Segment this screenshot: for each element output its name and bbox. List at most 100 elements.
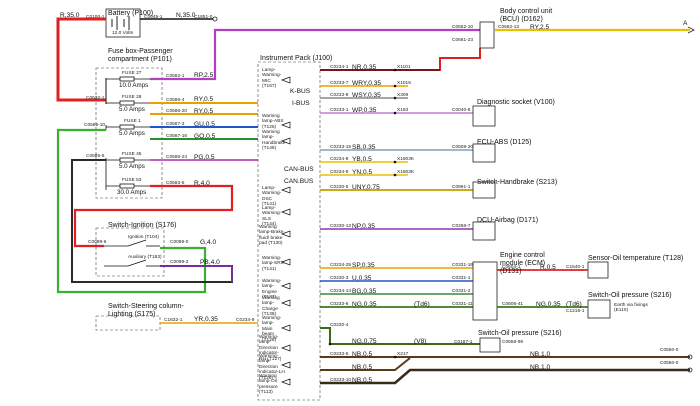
cluster-connector: C0230-13: [330, 224, 352, 229]
wire-label-yb05: YB,0.5: [352, 156, 372, 163]
ground-symbol: [212, 16, 218, 22]
fuse-1-name: FUSE 1: [124, 119, 141, 124]
fuse-symbols: [105, 76, 150, 190]
ignition-label: Ignition (T104): [128, 235, 159, 240]
warning-lamp-label: Warning-lamp-Main beam (T128): [262, 316, 282, 343]
oilpress2-connector-2: C0558-99: [502, 340, 524, 345]
fusebox-out-4: C0587-16: [166, 134, 188, 139]
cluster-ibus: I-BUS: [292, 100, 310, 107]
cluster-connector: C0234-9: [330, 170, 349, 175]
oiltemp-title: Sensor-Oil temperature (T128): [588, 255, 684, 262]
wire-label-td6-oil: (Td6): [566, 301, 582, 308]
wire-nb05-c: [320, 368, 690, 385]
oilpress2-connector: C0187-1: [454, 340, 473, 345]
wire-label-ry25: RY,2.5: [530, 24, 550, 31]
fusebox-outline: [95, 67, 163, 199]
ignition-aux-label: Auxiliary (T163): [128, 255, 162, 260]
fuse-53-amps: 30.0 Amps: [117, 189, 147, 196]
airbag-connector: C0256-7: [452, 224, 471, 229]
oilpress2-title: Switch-Oil pressure (S216): [478, 330, 562, 337]
warning-lamp-label: Warning-lamp-Direction indicator-LH (T12…: [259, 354, 285, 381]
fuse-1-amps: 5.0 Amps: [119, 130, 145, 137]
cluster-connector: C0233-6: [330, 302, 349, 307]
bcu-output-a: A: [683, 20, 688, 27]
wire-label-pg05: PG,0.5: [194, 154, 215, 161]
warning-lamp-label: Warning-lamp-Engine (T137): [262, 279, 282, 301]
wire-label-uny075: UNY,0.75: [352, 184, 380, 191]
wire-label-rp25: RP,2.5: [194, 72, 214, 79]
wire-label-td6: (Td6): [414, 301, 430, 308]
wire-rp25: [150, 28, 480, 81]
ecm-connector: C0606-41: [502, 302, 524, 307]
fusebox-out-3: C0587-3: [166, 122, 185, 127]
fusebox-out-5: C0586-24: [166, 155, 188, 160]
diag-connector: C0040-8: [452, 108, 471, 113]
abs-connector: C0508-20: [452, 145, 474, 150]
fuse-28-name: FUSE 28: [122, 95, 142, 100]
splice-label: X217: [397, 352, 409, 357]
wire-label-r35: R,35.0: [60, 12, 80, 19]
cluster-connector: C0230-5: [330, 185, 349, 190]
ground-label: C0550-0: [660, 348, 679, 353]
cluster-connector: C0234-1: [330, 65, 349, 70]
handbrake-title: Switch-Handbrake (S213): [477, 179, 558, 186]
steering-connector: C1632-1: [164, 318, 183, 323]
warning-lamp-label: Warning lamp-ABS (T125): [262, 114, 284, 130]
abs-title: ECU-ABS (D125): [477, 139, 532, 146]
ignition-switch-outline: [95, 227, 165, 277]
oilpress-connector: C1216-1: [566, 309, 585, 314]
device-boxes: [472, 21, 611, 353]
fusebox-out-2: C0586-20: [166, 109, 188, 114]
wire-label-v8: (V8): [414, 338, 427, 345]
wire-label-sp035: SP,0.35: [352, 262, 375, 269]
wire-label-r05: R,0.5: [540, 264, 556, 271]
splice-label: X1803K: [397, 170, 415, 175]
ecm-title: Engine control module (ECM) (D131): [500, 252, 546, 275]
ecm-connector: C0331-1: [452, 276, 471, 281]
warning-lamp-label: Warning-lamp-Direction indicator-RH (T12…: [259, 335, 282, 362]
fuse-27-amps: 10.0 Amps: [119, 82, 149, 89]
fusebox-out-6: C0583-5: [166, 181, 185, 186]
splice-label: X309: [397, 93, 409, 98]
warning-lamp-label: Lamp-Warning-DSC (T141): [262, 186, 282, 208]
steering-title: Switch-Steering column-Lighting (S175): [108, 303, 184, 318]
bcu-connector-1: C0662-10: [452, 25, 474, 30]
warning-lamp-label: Warning lamp-Charge (T138): [262, 296, 280, 318]
oiltemp-connector: C1540-1: [566, 265, 585, 270]
cluster-connector: C0233-8: [330, 93, 349, 98]
wire-label-pb40: PB,4.0: [200, 259, 220, 266]
bcu-connector-2: C0661-23: [452, 38, 474, 43]
wire-label-wry035: WRY,0.35: [352, 80, 382, 87]
battery-title: Battery (P100): [108, 10, 154, 17]
wire-label-nb10: NB,1.0: [530, 351, 551, 358]
wire-r40: [73, 184, 234, 248]
wire-label-nb10-b: NB,1.0: [530, 364, 551, 371]
wire-label-nr035: NR,0.35: [352, 64, 377, 71]
cluster-connector: C0233-5: [330, 352, 349, 357]
wire-label-bg035: BG,0.35: [352, 288, 377, 295]
warning-lamp-label: Warning-lamp-SRS (T141): [262, 256, 284, 272]
ground-label: C0550-0: [660, 361, 679, 366]
wire-label-n35: N,35.0: [176, 12, 196, 19]
ecm-connector: C0604-1: [502, 265, 521, 270]
fuse-53-name: FUSE 53: [122, 178, 142, 183]
battery-voltage: 12.0 Volts: [112, 31, 134, 36]
cluster-connector: C0233-15: [330, 145, 352, 150]
handbrake-connector: C0991-1: [452, 185, 471, 190]
wire-label-u035: U,0.35: [352, 275, 372, 282]
ignition-connector-2: C0099-0: [170, 240, 189, 245]
warning-lamp-symbols: [281, 76, 291, 386]
wire-label-g40: G,4.0: [200, 239, 217, 246]
diag-title: Diagnostic socket (V100): [477, 99, 555, 106]
wire-label-np035: NP,0.35: [352, 223, 375, 230]
wire-label-yn05: YN,0.5: [352, 169, 373, 176]
ignition-contacts: [104, 239, 160, 267]
wire-nb05-b: [320, 357, 411, 371]
fusebox-connector-in2: C0585-10: [84, 123, 106, 128]
fusebox-out-0: C0582-1: [166, 74, 185, 79]
wire-green-loop: [56, 128, 207, 294]
output-arrow-a: [687, 26, 695, 34]
cluster-connector: C0233-10: [330, 378, 352, 383]
wire-label-wp035: WP,0.35: [352, 107, 377, 114]
wire-label-ry05: RY,0.5: [194, 96, 214, 103]
